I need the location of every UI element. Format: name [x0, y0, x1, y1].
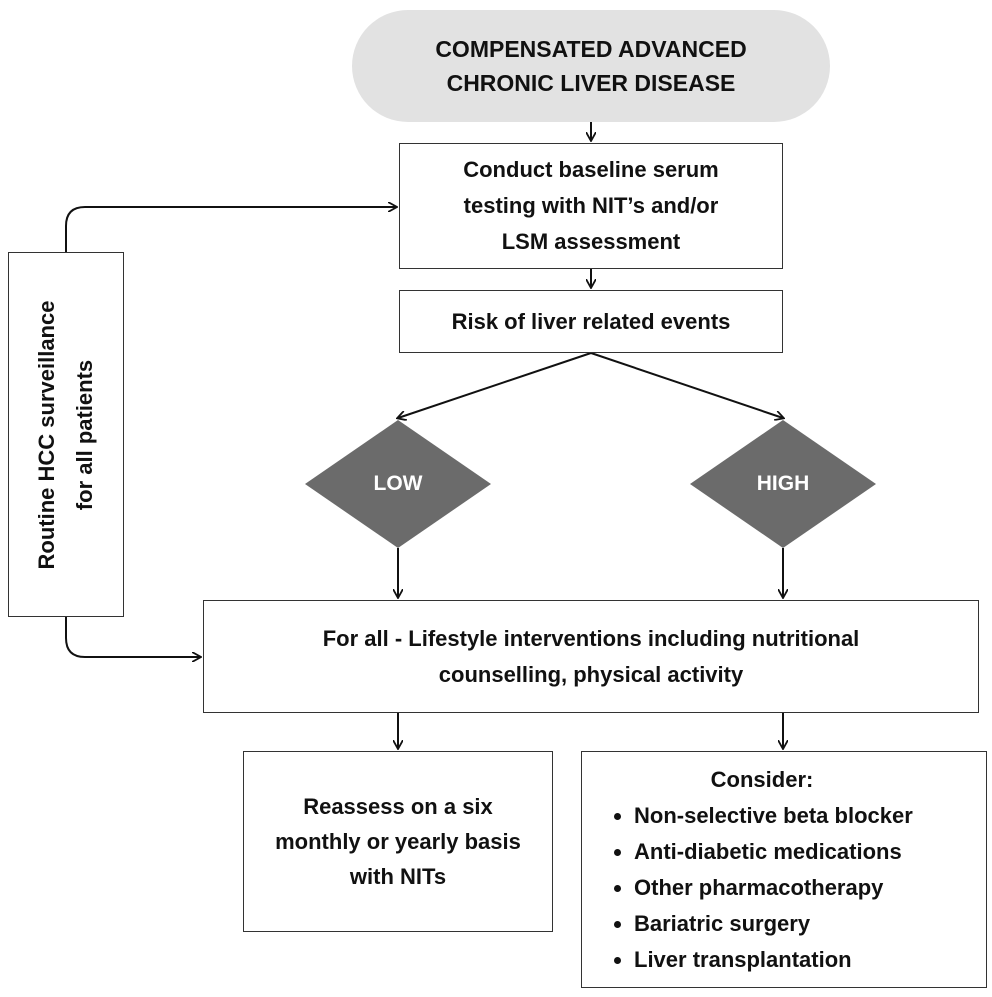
high-diamond — [690, 420, 876, 548]
arrow-side-to-lifestyle — [65, 617, 200, 657]
consider-item: Bariatric surgery — [634, 906, 913, 942]
risk-box: Risk of liver related events — [399, 290, 783, 353]
hcc-surveillance-box: Routine HCC surveillance for all patient… — [8, 252, 124, 617]
risk-label: Risk of liver related events — [451, 308, 731, 334]
arrow-risk-to-high — [590, 352, 783, 418]
consider-title: Consider: — [710, 767, 814, 792]
baseline-testing-box: Conduct baseline serum testing with NIT’… — [399, 143, 783, 269]
consider-list: Non-selective beta blocker Anti-diabetic… — [582, 798, 913, 978]
consider-item: Liver transplantation — [634, 942, 913, 978]
consider-item: Anti-diabetic medications — [634, 834, 913, 870]
lifestyle-box: For all - Lifestyle interventions includ… — [203, 600, 979, 713]
consider-item: Other pharmacotherapy — [634, 870, 913, 906]
arrow-side-to-baseline — [65, 207, 396, 252]
high-label: HIGH — [756, 472, 810, 495]
lifestyle-line-1: For all - Lifestyle interventions includ… — [322, 625, 860, 651]
reassess-line-1: Reassess on a six — [303, 794, 493, 819]
start-line-2: CHRONIC LIVER DISEASE — [446, 70, 736, 96]
arrow-risk-to-low — [398, 352, 592, 418]
consider-item: Non-selective beta blocker — [634, 798, 913, 834]
lifestyle-line-2: counselling, physical activity — [438, 661, 744, 687]
side-line-1: Routine HCC surveillance — [34, 300, 59, 569]
start-line-1: COMPENSATED ADVANCED — [435, 36, 747, 62]
low-label: LOW — [373, 472, 423, 495]
consider-box: Consider: Non-selective beta blocker Ant… — [581, 751, 987, 988]
baseline-line-1: Conduct baseline serum — [463, 157, 719, 182]
baseline-line-3: LSM assessment — [501, 229, 681, 254]
reassess-line-3: with NITs — [349, 864, 447, 889]
side-line-2: for all patients — [72, 359, 97, 510]
start-terminal: COMPENSATED ADVANCED CHRONIC LIVER DISEA… — [352, 10, 830, 122]
reassess-box: Reassess on a six monthly or yearly basi… — [243, 751, 553, 932]
reassess-line-2: monthly or yearly basis — [275, 829, 521, 854]
baseline-line-2: testing with NIT’s and/or — [463, 193, 719, 218]
low-diamond — [305, 420, 491, 548]
